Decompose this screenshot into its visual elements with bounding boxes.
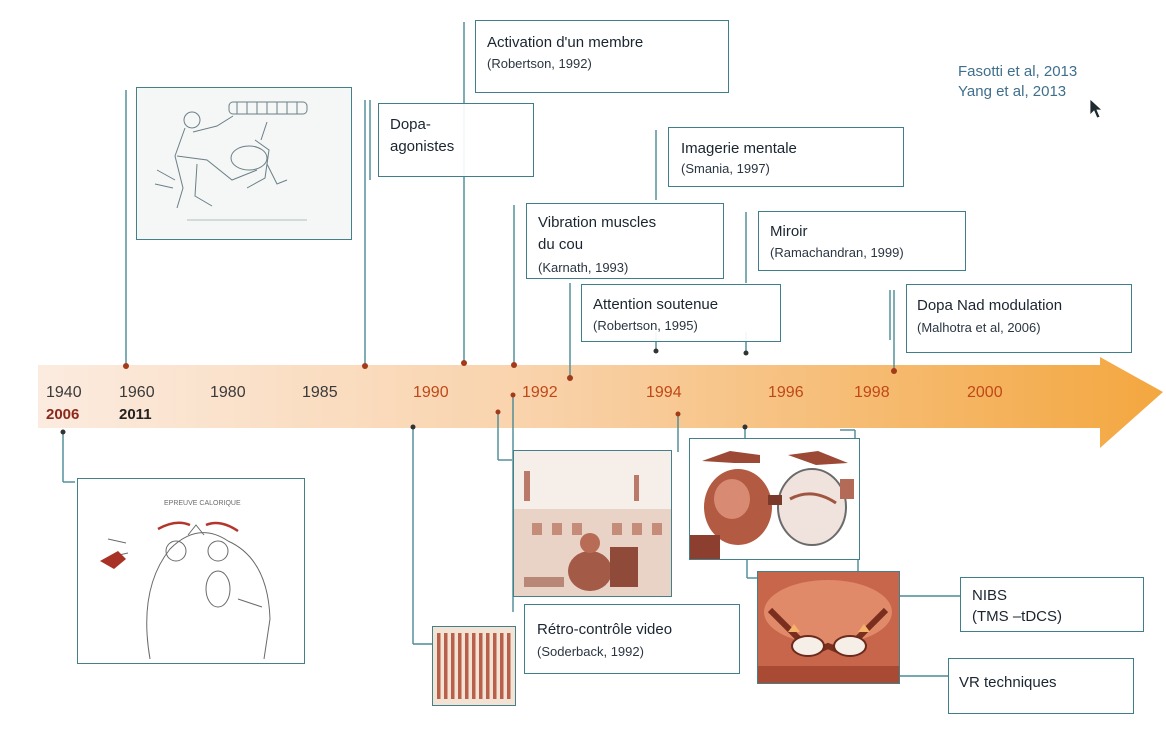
box-citation: (Soderback, 1992) (537, 644, 644, 659)
references: Fasotti et al, 2013 Yang et al, 2013 (958, 62, 1077, 102)
timeline-dot (123, 363, 129, 369)
caloric-drawing (100, 521, 271, 660)
stripe-bar (465, 633, 469, 699)
box-title: Attention soutenue (593, 296, 719, 313)
timeline-dot (653, 348, 659, 354)
box-title: VR techniques (959, 674, 1057, 691)
box-title: Miroir (770, 223, 808, 240)
box-title: Vibration muscles (538, 214, 657, 231)
box-citation: (Malhotra et al, 2006) (917, 320, 1041, 335)
box-attention: Attention soutenue (Robertson, 1995) (581, 284, 781, 342)
video-room-drawing (514, 451, 671, 596)
box-vibration: Vibration muscles du cou (Karnath, 1993) (526, 203, 724, 279)
stripe-bar (437, 633, 441, 699)
timeline-dot (567, 375, 573, 381)
box-activation: Activation d'un membre (Robertson, 1992) (475, 20, 729, 93)
figure-caption: EPREUVE CALORIQUE (164, 500, 241, 507)
stripe-bar (458, 633, 462, 699)
caloric-test-figure: EPREUVE CALORIQUE (77, 478, 305, 664)
year-label: 1985 (302, 384, 338, 401)
stripes-drawing (437, 633, 511, 699)
stripe-bar (507, 633, 511, 699)
box-citation: (Robertson, 1992) (487, 56, 592, 71)
box-title: Rétro-contrôle video (537, 621, 673, 638)
box-title: NIBS (972, 587, 1008, 604)
timeline-dot (495, 409, 501, 415)
glasses-figure (689, 438, 860, 560)
timeline-dot (362, 363, 368, 369)
box-title: Imagerie mentale (681, 140, 797, 157)
timeline-dot (742, 424, 748, 430)
box-citation: (Karnath, 1993) (538, 260, 629, 275)
box-retro-controle: Rétro-contrôle video (Soderback, 1992) (524, 604, 740, 674)
timeline-dot (891, 368, 897, 374)
year-label: 1998 (854, 384, 890, 401)
reference-line: Fasotti et al, 2013 (958, 63, 1078, 80)
reference-line: Yang et al, 2013 (958, 83, 1067, 100)
year-label: 1940 (46, 384, 82, 401)
vr-headset-figure (757, 571, 900, 684)
box-imagerie: Imagerie mentale (Smania, 1997) (668, 127, 904, 187)
year-label: 1996 (768, 384, 804, 401)
box-dopa-nad: Dopa Nad modulation (Malhotra et al, 200… (906, 284, 1132, 353)
sketch-drawing (154, 101, 308, 221)
box-citation: (TMS –tDCS) (972, 608, 1062, 625)
stripe-bar (500, 633, 504, 699)
timeline-dot (510, 392, 516, 398)
year-label: 1980 (210, 384, 246, 401)
box-title: agonistes (390, 138, 455, 155)
box-nibs: NIBS (TMS –tDCS) (960, 577, 1144, 632)
year-label: 1994 (646, 384, 682, 401)
box-vr: VR techniques (948, 658, 1134, 714)
box-citation: (Ramachandran, 1999) (770, 245, 904, 260)
box-dopa-agonistes: Dopa- agonistes (378, 103, 534, 177)
box-title: Dopa- (390, 116, 431, 133)
box-title: Activation d'un membre (487, 34, 644, 51)
timeline-dot (461, 360, 467, 366)
stripe-bar (479, 633, 483, 699)
box-title: Dopa Nad modulation (917, 297, 1063, 314)
year-label: 1960 (119, 384, 155, 401)
stripe-bar (486, 633, 490, 699)
timeline-arrow (38, 357, 1163, 448)
box-citation: (Robertson, 1995) (593, 318, 698, 333)
video-room-figure (513, 450, 672, 597)
timeline-dot (410, 424, 416, 430)
stripe-bar (493, 633, 497, 699)
timeline-dot (675, 411, 681, 417)
glasses-drawing (690, 451, 854, 559)
timeline-dot (743, 350, 749, 356)
year-label: 1992 (522, 384, 558, 401)
box-miroir: Miroir (Ramachandran, 1999) (758, 211, 966, 271)
year-label: 2000 (967, 384, 1003, 401)
stripe-bar (444, 633, 448, 699)
box-title: du cou (538, 236, 584, 253)
year-label: 1990 (413, 384, 449, 401)
stripe-bar (472, 633, 476, 699)
stripes-figure (432, 626, 516, 706)
year-label-bold: 2006 (46, 406, 80, 423)
vr-headset-drawing (758, 572, 899, 683)
year-label-bold: 2011 (119, 406, 152, 423)
timeline-dot (511, 362, 517, 368)
stripe-bar (451, 633, 455, 699)
timeline-dot (60, 429, 66, 435)
box-citation: (Smania, 1997) (681, 161, 770, 176)
sketch-figure (136, 87, 352, 240)
cursor-icon (1089, 98, 1104, 119)
